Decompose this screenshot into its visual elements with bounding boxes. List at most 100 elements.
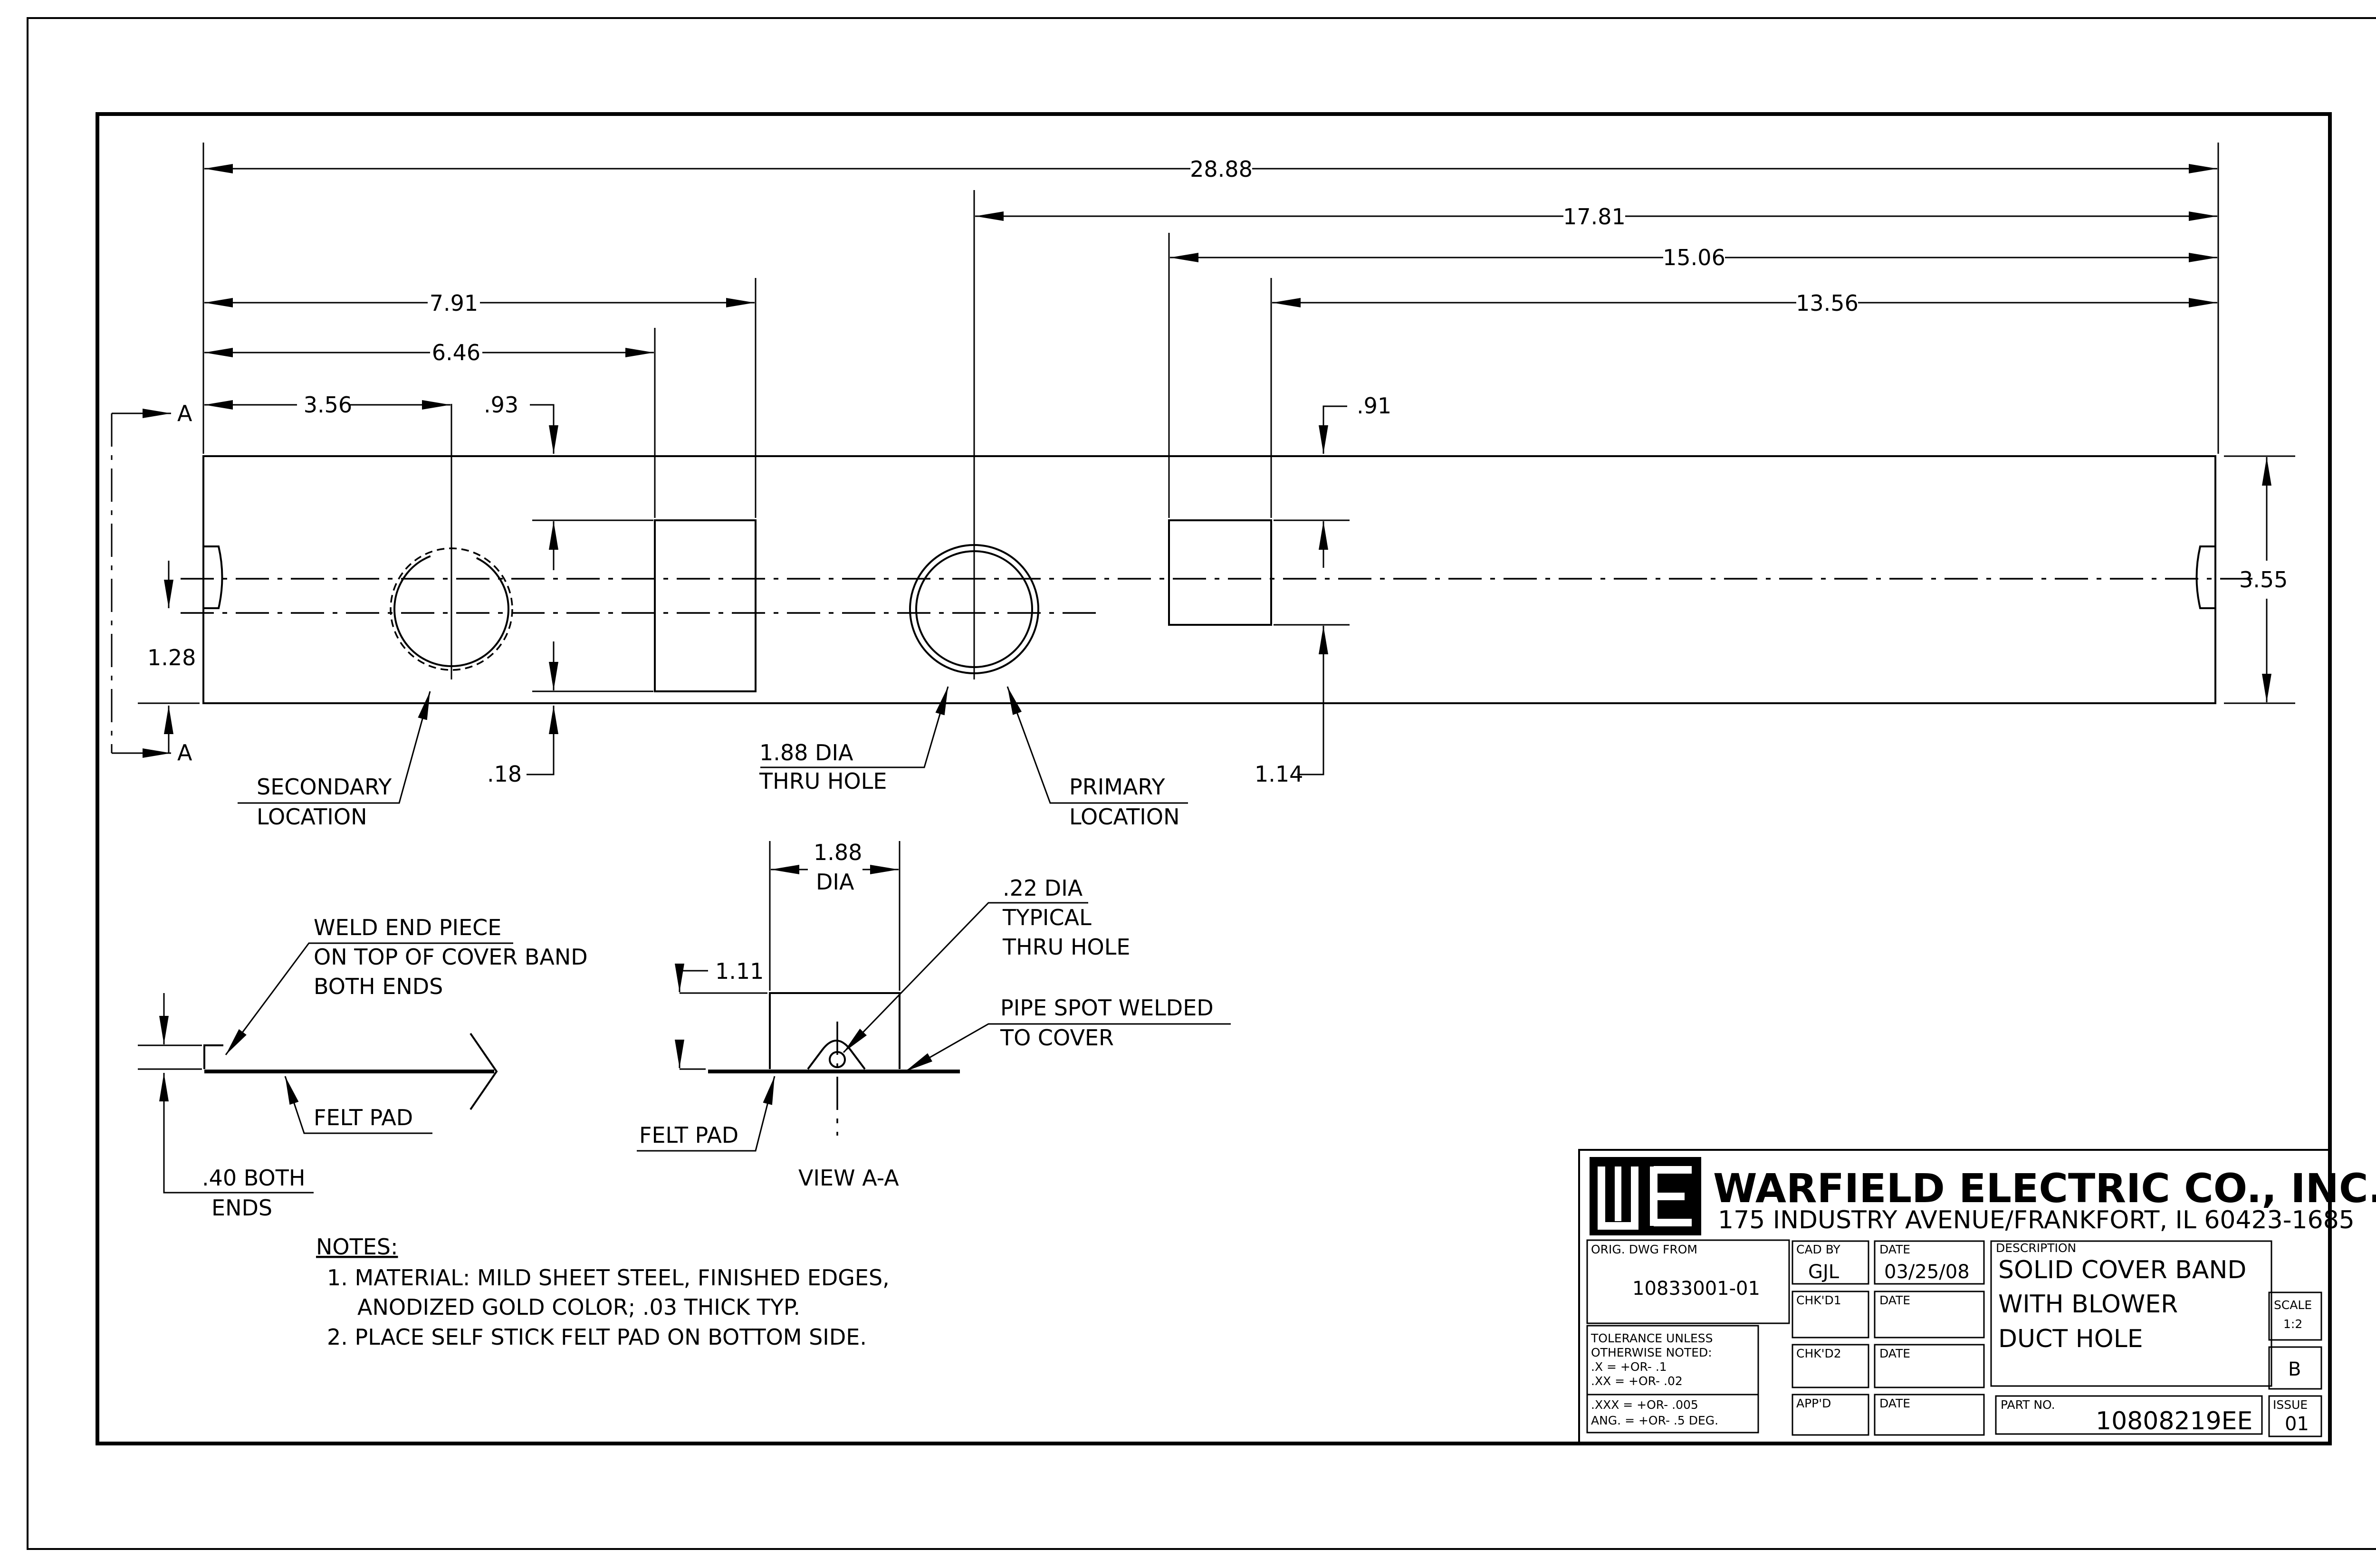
cad-by-value: GJL	[1808, 1261, 1839, 1283]
tolerance-2: OTHERWISE NOTED:	[1591, 1346, 1712, 1359]
leader-small-hole	[843, 902, 1088, 1053]
felt-pad-label-left: FELT PAD	[314, 1105, 413, 1130]
cover-band-top-view: 28.88 17.81 15.06 13.56 7.91 6.46 3.56 .…	[111, 143, 2295, 787]
dim-356: 3.56	[304, 392, 352, 418]
date-label-2: DATE	[1879, 1293, 1910, 1307]
leader-felt-left	[284, 1076, 432, 1134]
dim-188: 1.88	[814, 840, 862, 865]
notes-heading: NOTES:	[316, 1234, 398, 1260]
primary-label-1: PRIMARY	[1069, 774, 1165, 800]
detail-end-piece	[203, 1044, 223, 1069]
end-piece-detail: .40 BOTH ENDS WELD END PIECE ON TOP OF C…	[138, 915, 588, 1221]
orig-dwg-label: ORIG. DWG FROM	[1591, 1243, 1697, 1256]
end-piece-left	[203, 545, 223, 609]
scale-value: 1:2	[2283, 1317, 2302, 1331]
date-label-1: DATE	[1879, 1243, 1910, 1256]
dim-791: 7.91	[430, 290, 478, 316]
section-bump	[807, 1040, 866, 1070]
company-logo	[1590, 1157, 1701, 1235]
weld-label-1: WELD END PIECE	[314, 915, 501, 940]
leader-111	[675, 964, 708, 992]
description-label: DESCRIPTION	[1996, 1241, 2076, 1255]
dim-355: 3.55	[2239, 567, 2288, 593]
part-no-value: 10808219EE	[2096, 1407, 2252, 1435]
chkd2-label: CHK'D2	[1796, 1347, 1841, 1360]
small-hole-label-2: TYPICAL	[1002, 905, 1092, 930]
hole-label-1: 1.88 DIA	[759, 740, 853, 765]
section-pipe	[769, 992, 901, 1069]
appd-label: APP'D	[1796, 1396, 1831, 1410]
dim-111: 1.11	[715, 958, 764, 984]
dim-2888: 28.88	[1190, 156, 1253, 182]
note-2: 2. PLACE SELF STICK FELT PAD ON BOTTOM S…	[327, 1324, 867, 1350]
chkd1-label: CHK'D1	[1796, 1293, 1841, 1307]
secondary-label-1: SECONDARY	[257, 774, 392, 800]
hole-callouts: SECONDARY LOCATION 1.88 DIA THRU HOLE PR…	[238, 686, 1188, 830]
section-mark-top: A	[177, 401, 192, 426]
description-2: WITH BLOWER	[1998, 1290, 2178, 1319]
leader-pipe	[905, 1023, 1231, 1072]
tolerance-4: .XX = +OR- .02	[1591, 1374, 1683, 1388]
tolerance-6: ANG. = +OR- .5 DEG.	[1591, 1414, 1718, 1427]
weld-label-3: BOTH ENDS	[314, 974, 443, 999]
dim-091: .91	[1357, 393, 1391, 419]
end-piece-right	[2195, 545, 2215, 609]
description-1: SOLID COVER BAND	[1998, 1256, 2246, 1284]
leader-weld	[225, 942, 513, 1055]
leader-thru-hole	[760, 686, 949, 768]
view-aa-label: VIEW A-A	[798, 1165, 899, 1191]
dim-1506: 15.06	[1663, 245, 1725, 270]
cover-band-outline	[202, 455, 2216, 704]
title-block: WARFIELD ELECTRIC CO., INC. 175 INDUSTRY…	[1578, 1149, 2376, 1444]
duct-opening-left	[654, 519, 757, 692]
primary-label-2: LOCATION	[1069, 804, 1180, 830]
inner-border	[96, 112, 2332, 1445]
date-label-4: DATE	[1879, 1396, 1910, 1410]
notes: NOTES: 1. MATERIAL: MILD SHEET STEEL, FI…	[316, 1234, 890, 1350]
duct-opening-right	[1168, 519, 1272, 626]
section-mark-bottom: A	[177, 740, 192, 765]
tolerance-3: .X = +OR- .1	[1591, 1360, 1667, 1374]
tolerance-1: TOLERANCE UNLESS	[1590, 1331, 1713, 1345]
leader-018	[527, 706, 558, 775]
pipe-label-2: TO COVER	[1000, 1025, 1114, 1051]
description-3: DUCT HOLE	[1998, 1325, 2143, 1353]
dim-114: 1.14	[1255, 761, 1303, 787]
pipe-label-1: PIPE SPOT WELDED	[1000, 995, 1214, 1021]
leader-091	[1319, 405, 1347, 454]
dim-128: 1.28	[147, 645, 196, 670]
break-symbol	[469, 1033, 498, 1110]
small-hole-label-3: THRU HOLE	[1002, 934, 1130, 960]
cad-by-label: CAD BY	[1796, 1243, 1841, 1256]
company-name: WARFIELD ELECTRIC CO., INC.	[1713, 1165, 2376, 1212]
both-ends-label-2: ENDS	[211, 1195, 272, 1221]
outer-border	[27, 17, 2376, 1550]
dim-188-dia: DIA	[816, 869, 854, 895]
dim-018: .18	[487, 761, 522, 787]
dim-1781: 17.81	[1563, 204, 1626, 229]
scale-label: SCALE	[2274, 1298, 2312, 1312]
date-value: 03/25/08	[1884, 1261, 1970, 1283]
both-ends-label-1: .40 BOTH	[202, 1165, 305, 1191]
dim-646: 6.46	[432, 340, 480, 365]
issue-label: ISSUE	[2273, 1398, 2308, 1412]
tolerance-5: .XXX = +OR- .005	[1591, 1398, 1698, 1412]
section-view-aa: 1.88 DIA 1.11 .22 DIA TYPICAL THRU HOLE …	[637, 840, 1231, 1191]
date-label-3: DATE	[1879, 1347, 1910, 1360]
dim-093: .93	[484, 392, 518, 418]
leader-040	[159, 1073, 314, 1194]
secondary-label-2: LOCATION	[257, 804, 367, 830]
leader-felt-section	[637, 1076, 776, 1152]
company-address: 175 INDUSTRY AVENUE/FRANKFORT, IL 60423-…	[1718, 1206, 2355, 1234]
dim-1356: 13.56	[1796, 290, 1859, 316]
part-no-label: PART NO.	[2001, 1398, 2055, 1412]
orig-dwg-value: 10833001-01	[1632, 1278, 1760, 1300]
note-1-cont: ANODIZED GOLD COLOR; .03 THICK TYP.	[357, 1294, 800, 1320]
leader-primary	[1006, 686, 1188, 804]
leader-114	[1297, 626, 1328, 775]
leader-secondary	[238, 691, 431, 804]
felt-pad-label-section: FELT PAD	[639, 1122, 738, 1148]
small-hole-label-1: .22 DIA	[1003, 875, 1083, 901]
leader-093	[530, 404, 558, 454]
